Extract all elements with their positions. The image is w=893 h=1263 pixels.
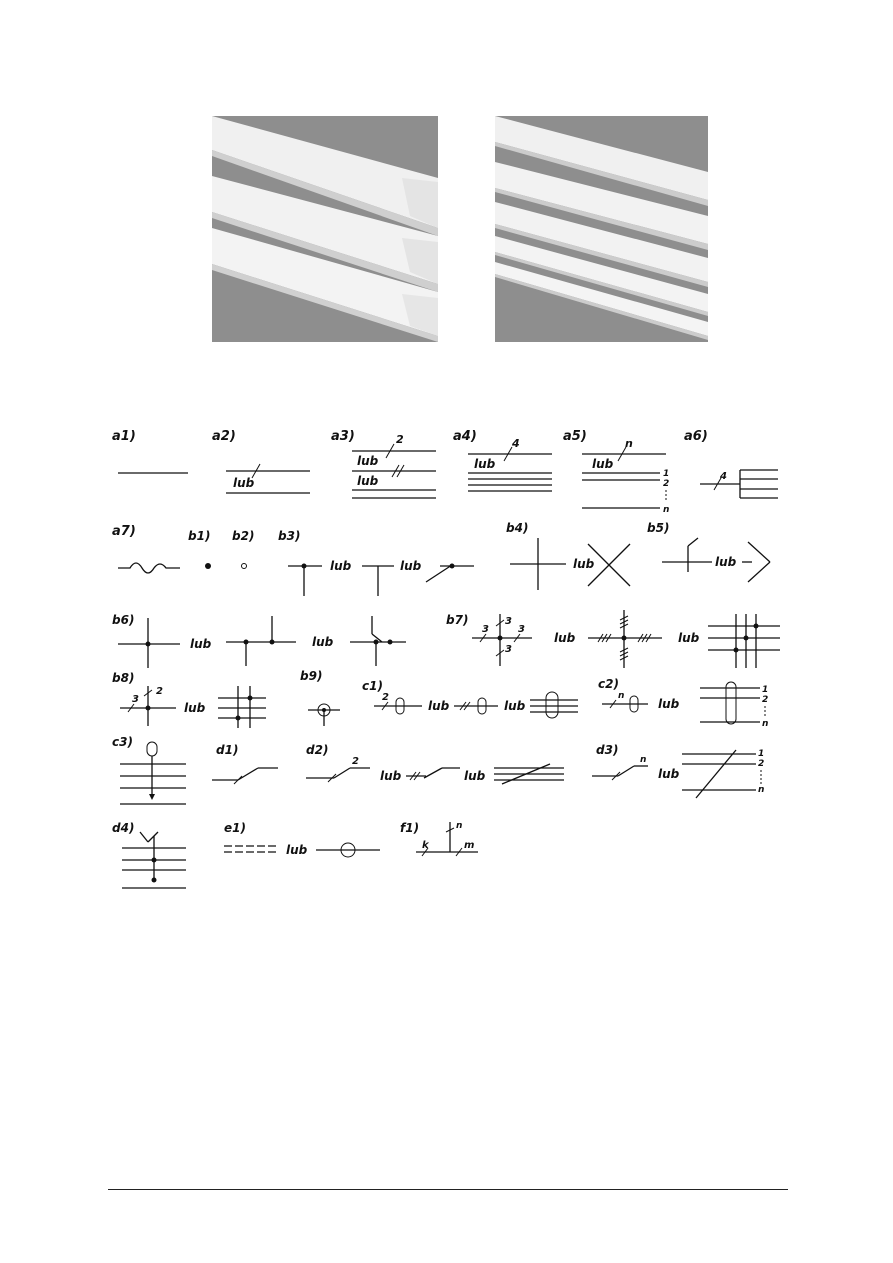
word-or: lub bbox=[464, 769, 486, 783]
word-or: lub bbox=[678, 631, 700, 645]
number-2: 2 bbox=[352, 756, 359, 767]
cable-trunking-photo-narrow bbox=[495, 116, 708, 342]
label-b9: b9) bbox=[300, 669, 322, 683]
label-a7: a7) bbox=[112, 524, 136, 539]
label-b4: b4) bbox=[506, 521, 528, 535]
number-4: 4 bbox=[719, 471, 727, 482]
word-or: lub bbox=[400, 559, 422, 573]
word-or: lub bbox=[286, 843, 308, 857]
word-or: lub bbox=[357, 474, 379, 488]
word-or: lub bbox=[715, 555, 737, 569]
label-d2: d2) bbox=[306, 743, 328, 757]
letter-n: n bbox=[618, 691, 624, 701]
label-d3: d3) bbox=[596, 743, 618, 757]
label-d4: d4) bbox=[112, 821, 134, 835]
label-b5: b5) bbox=[647, 521, 669, 535]
word-or: lub bbox=[357, 454, 379, 468]
word-or: lub bbox=[474, 457, 496, 471]
number-2: 2 bbox=[382, 692, 389, 703]
word-or: lub bbox=[380, 769, 402, 783]
letter-n: n bbox=[456, 821, 462, 831]
label-a5: a5) bbox=[563, 429, 587, 444]
number-2: 2 bbox=[762, 695, 768, 705]
number-3: 3 bbox=[482, 624, 489, 635]
number-1: 1 bbox=[663, 469, 669, 479]
word-or: lub bbox=[573, 557, 595, 571]
label-a2: a2) bbox=[212, 429, 236, 444]
number-3: 3 bbox=[518, 624, 525, 635]
word-or: lub bbox=[428, 699, 450, 713]
letter-n: n bbox=[640, 755, 646, 765]
label-b2: b2) bbox=[232, 529, 254, 543]
letter-n: n bbox=[663, 505, 669, 515]
letter-n: n bbox=[625, 437, 633, 450]
number-4: 4 bbox=[511, 437, 520, 450]
label-b1: b1) bbox=[188, 529, 210, 543]
number-1: 1 bbox=[762, 685, 768, 695]
label-c2: c2) bbox=[598, 677, 619, 691]
label-b8: b8) bbox=[112, 671, 134, 685]
footer-rule bbox=[108, 1189, 788, 1190]
letter-n: n bbox=[762, 719, 768, 729]
label-e1: e1) bbox=[224, 821, 246, 835]
word-or: lub bbox=[554, 631, 576, 645]
number-2: 2 bbox=[156, 686, 163, 697]
letter-m: m bbox=[464, 840, 474, 851]
word-or: lub bbox=[330, 559, 352, 573]
label-c1: c1) bbox=[362, 679, 383, 693]
letter-n: n bbox=[758, 785, 764, 795]
number-3: 3 bbox=[505, 616, 512, 627]
label-a3: a3) bbox=[331, 429, 355, 444]
number-2: 2 bbox=[396, 433, 404, 446]
number-2: 2 bbox=[663, 479, 669, 489]
label-a1: a1) bbox=[112, 429, 136, 444]
label-a4: a4) bbox=[453, 429, 477, 444]
word-or: lub bbox=[233, 476, 255, 490]
label-b6: b6) bbox=[112, 613, 134, 627]
number-1: 1 bbox=[758, 749, 764, 759]
label-b7: b7) bbox=[446, 613, 468, 627]
word-or: lub bbox=[312, 635, 334, 649]
word-or: lub bbox=[190, 637, 212, 651]
label-f1: f1) bbox=[400, 821, 419, 835]
label-b3: b3) bbox=[278, 529, 300, 543]
word-or: lub bbox=[592, 457, 614, 471]
number-2: 2 bbox=[758, 759, 764, 769]
word-or: lub bbox=[658, 767, 680, 781]
label-a6: a6) bbox=[684, 429, 708, 444]
cable-trunking-photo-wide bbox=[212, 116, 438, 342]
word-or: lub bbox=[504, 699, 526, 713]
number-3: 3 bbox=[505, 644, 512, 655]
label-d1: d1) bbox=[216, 743, 238, 757]
number-3: 3 bbox=[132, 694, 139, 705]
word-or: lub bbox=[658, 697, 680, 711]
letter-k: k bbox=[422, 840, 430, 851]
wiring-symbols-diagram: a1) a2) lub a3) 2 lub lub a4) 4 lub a5) … bbox=[112, 429, 780, 889]
word-or: lub bbox=[184, 701, 206, 715]
label-c3: c3) bbox=[112, 735, 133, 749]
